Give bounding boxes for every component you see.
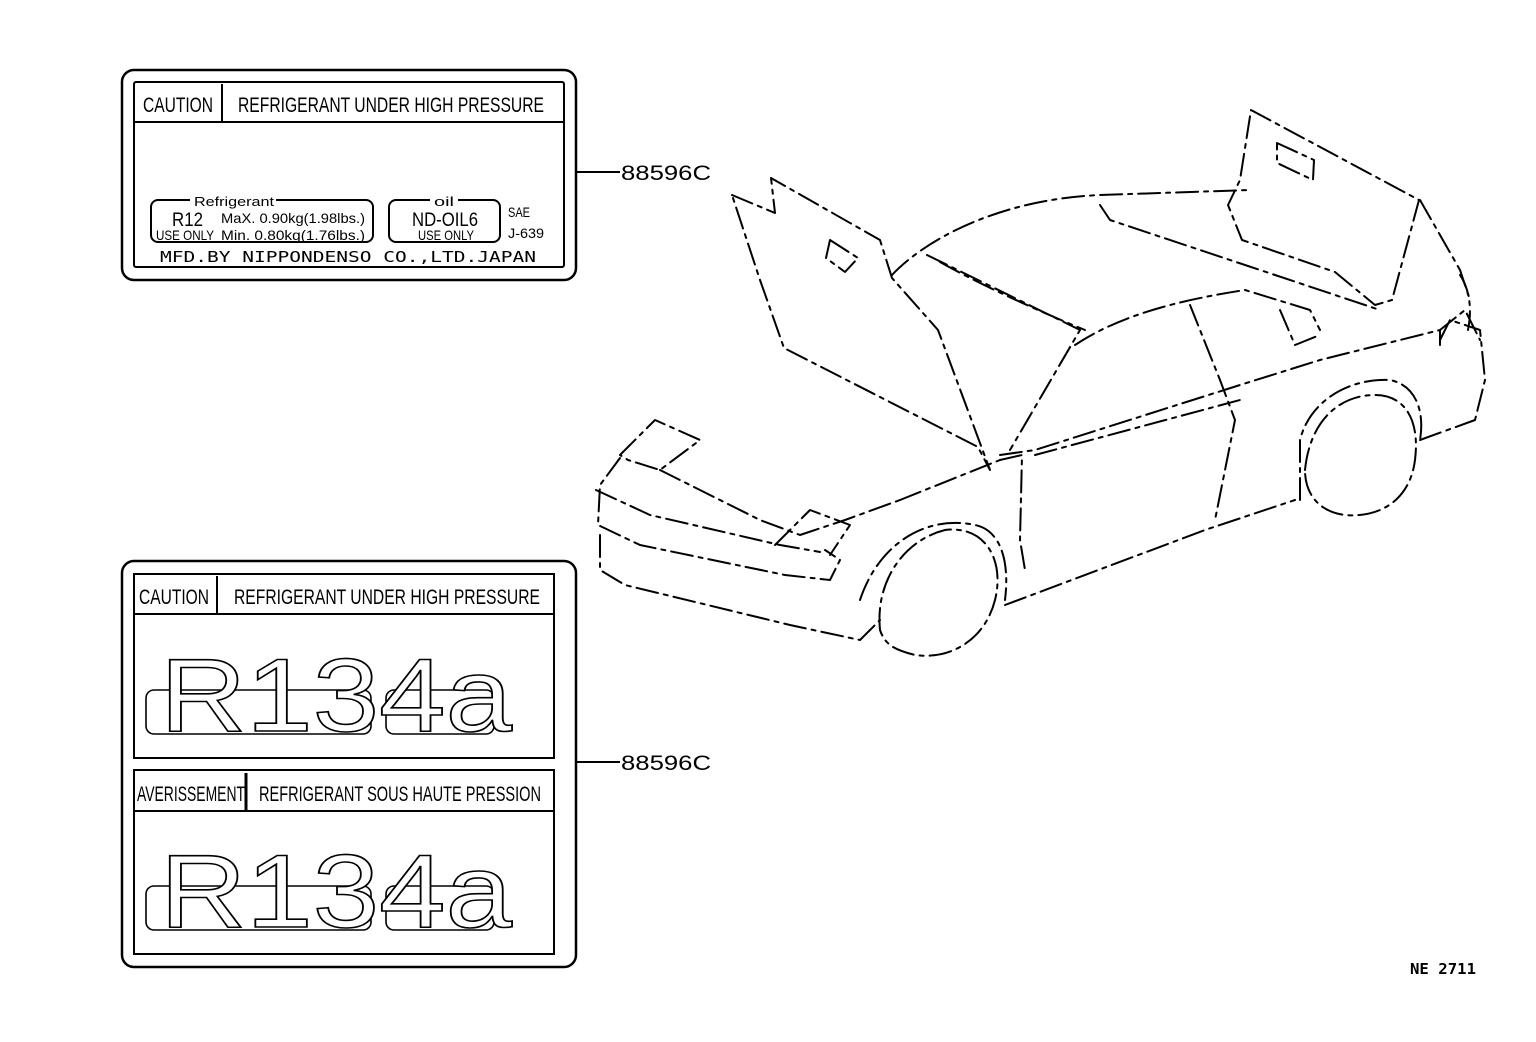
max-charge-text: MaX. 0.90kg(1.98lbs.) (221, 210, 365, 226)
open-trunk-lid (1227, 109, 1420, 306)
figure-code: NE 2711 (1410, 960, 1476, 978)
r134a-underbox-1 (145, 689, 372, 735)
avertissement-text: AVERISSEMENT (137, 783, 245, 806)
sae-code-text: J-639 (508, 225, 544, 241)
header-text-fr: REFRIGERANT SOUS HAUTE PRESSION (259, 783, 541, 806)
sae-text: SAE (508, 204, 530, 220)
rear-wheel (1304, 394, 1417, 517)
caution-label-r134a: CAUTION REFRIGERANT UNDER HIGH PRESSURE … (120, 559, 578, 969)
use-only-text: USE ONLY (156, 227, 215, 243)
oil-type: ND-OIL6 (412, 210, 478, 231)
trunk-label-spot (1276, 142, 1315, 181)
r134a-underbox-2 (145, 885, 372, 931)
refrigerant-type: R12 (172, 210, 203, 231)
front-wheel (878, 528, 999, 657)
manufacturer-text: MFD.BY NIPPONDENSO CO.,LTD.JAPAN (160, 248, 536, 266)
caution-text-2: CAUTION (139, 586, 209, 609)
min-charge-text: Min. 0.80kg(1.76lbs.) (221, 227, 365, 243)
caution-text: CAUTION (143, 94, 213, 117)
open-hood (731, 177, 991, 471)
header-text-2: REFRIGERANT UNDER HIGH PRESSURE (234, 586, 540, 609)
part-number-callout-1: 88596C (621, 162, 711, 185)
caution-label-r12: CAUTION REFRIGERANT UNDER HIGH PRESSURE … (120, 68, 578, 282)
car-phantom-outline (595, 109, 1486, 657)
part-number-callout-2: 88596C (621, 752, 711, 775)
header-text: REFRIGERANT UNDER HIGH PRESSURE (238, 94, 544, 117)
oil-use-only-text: USE ONLY (418, 227, 475, 243)
refrigerant-r134a-en: R134a (160, 638, 512, 754)
oil-legend: oil (434, 194, 454, 209)
hood-label-spot (825, 239, 859, 273)
refrigerant-r134a-fr: R134a (160, 834, 512, 950)
refrigerant-legend: Refrigerant (194, 194, 274, 209)
